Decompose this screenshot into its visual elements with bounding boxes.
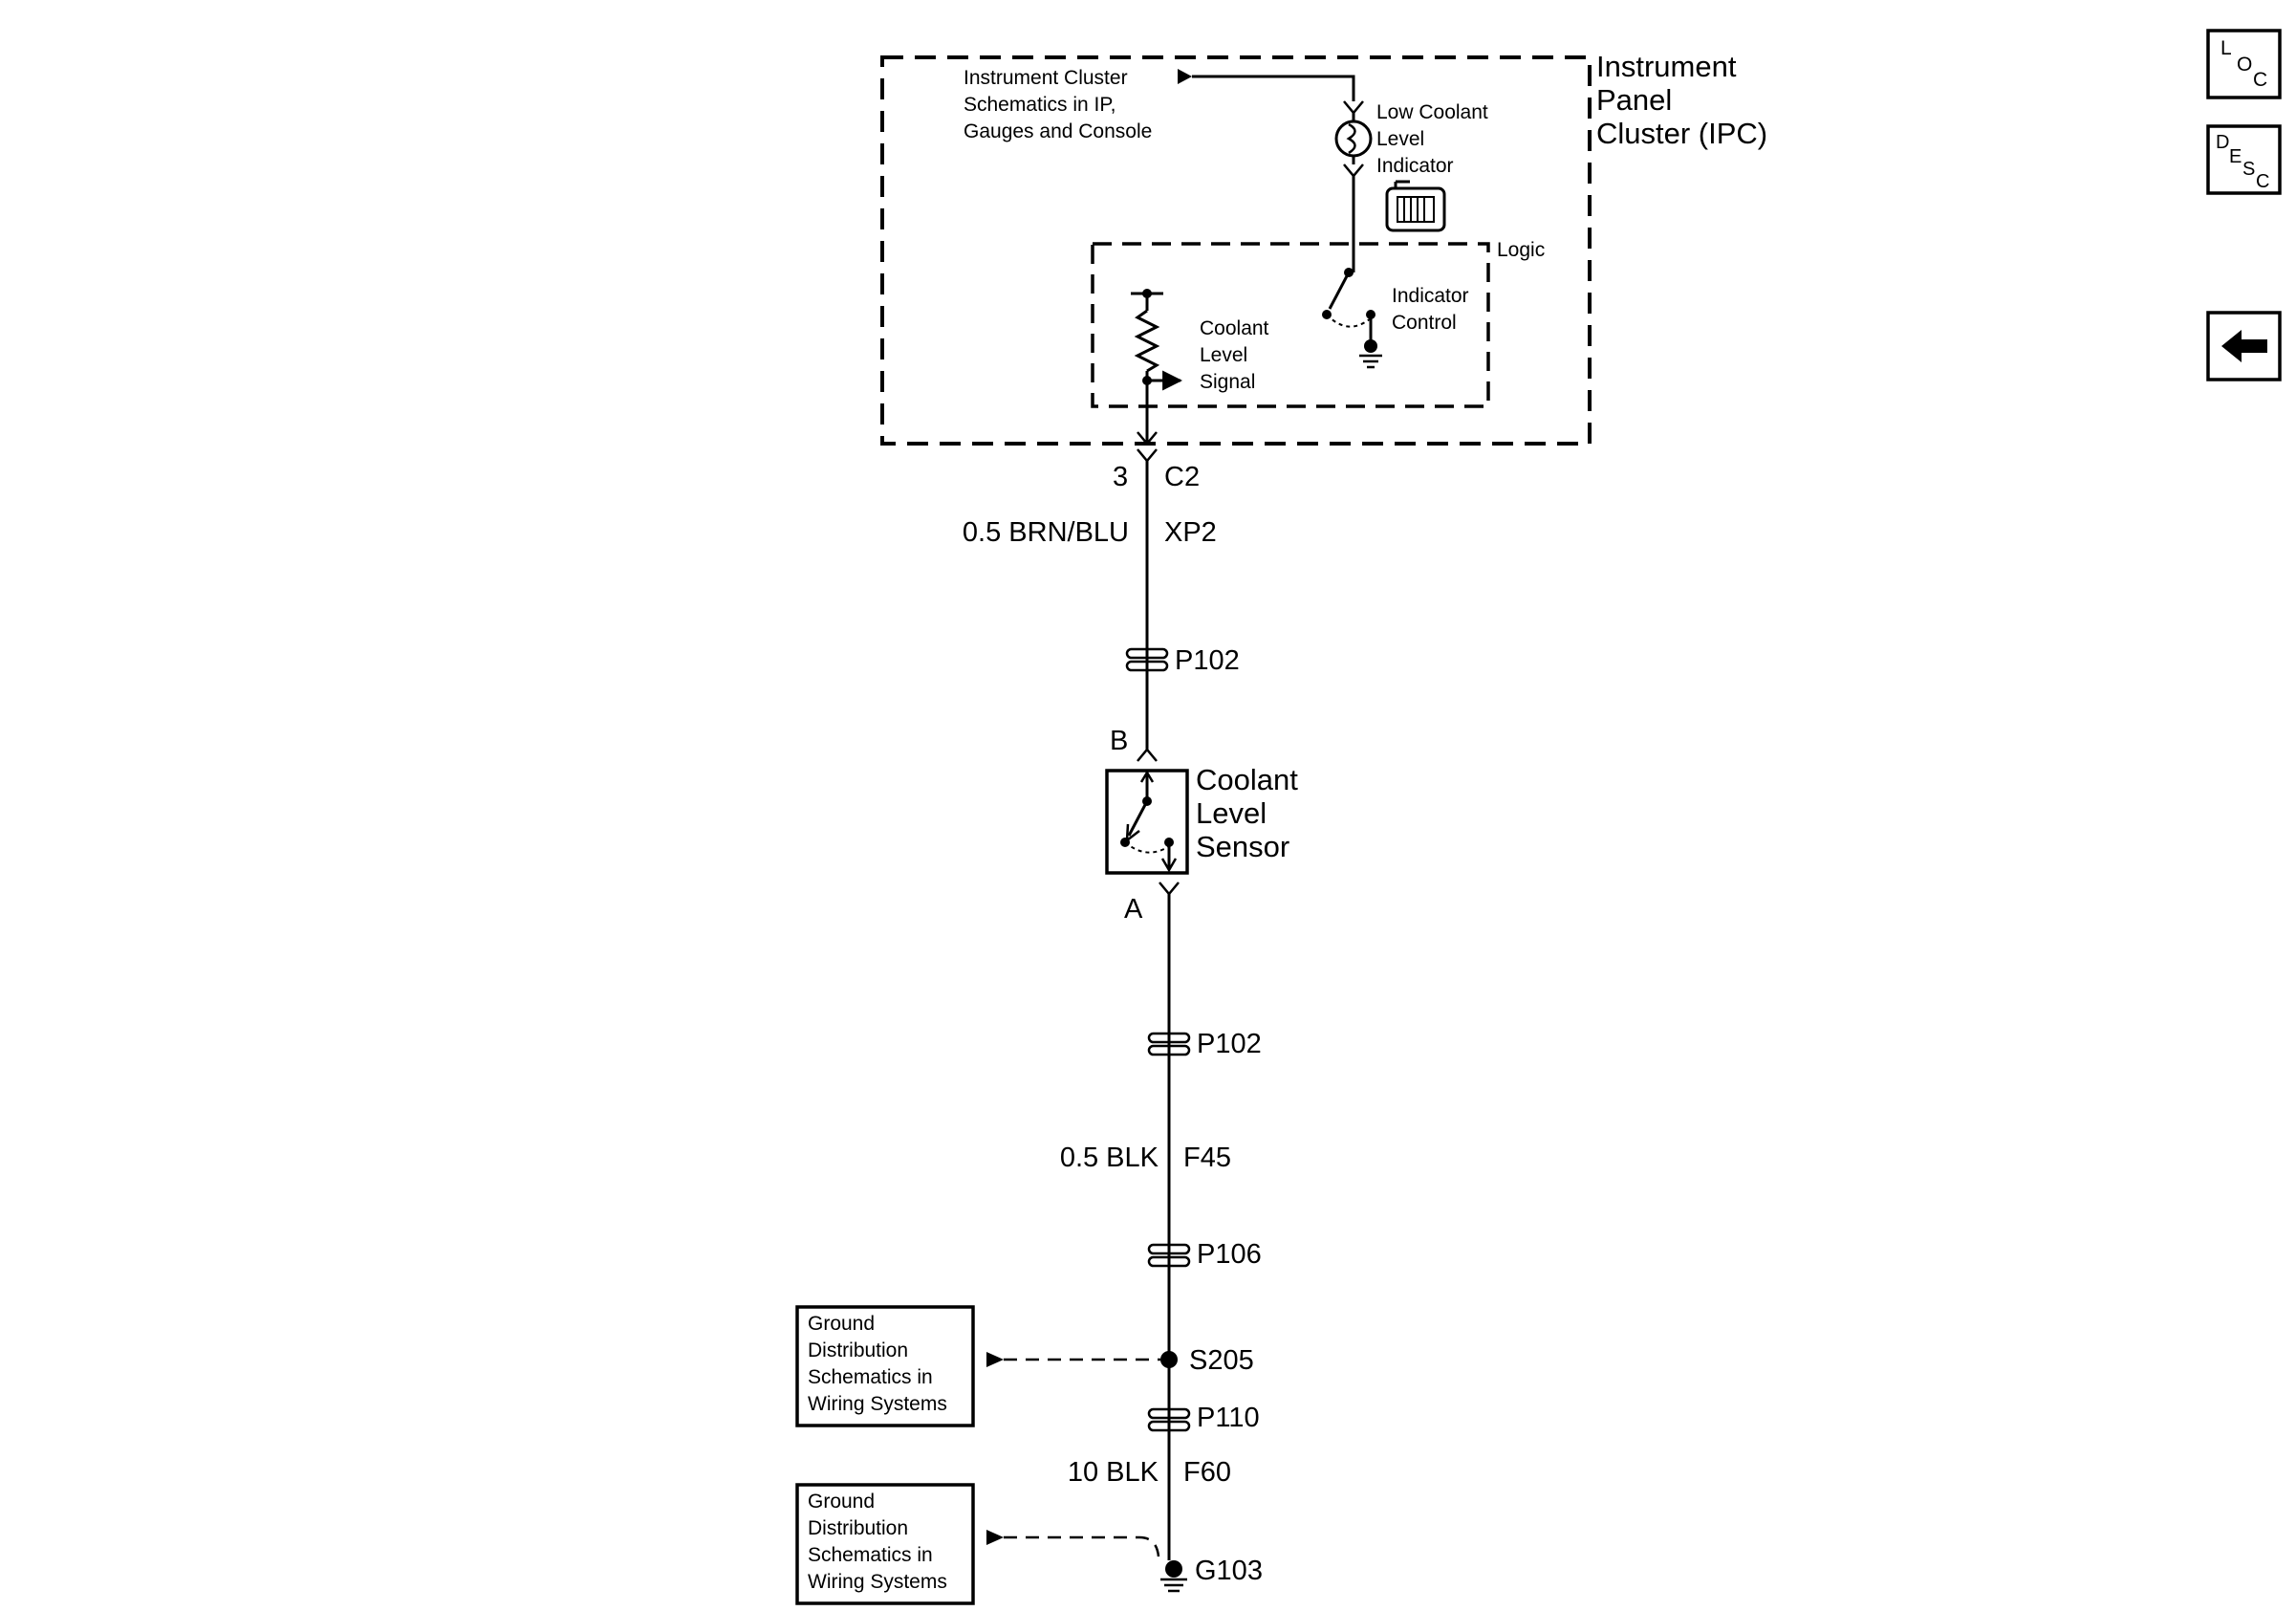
sensor-label-1: Coolant <box>1196 763 1298 796</box>
p102-lower-label: P102 <box>1197 1029 1262 1059</box>
wire-f60-circuit: F60 <box>1183 1457 1231 1488</box>
pin-a-connector-icon <box>1159 882 1180 896</box>
desc-letter-d: D <box>2216 132 2229 153</box>
sensor-label-2: Level <box>1196 796 1267 830</box>
instrument-panel-cluster: Instrument Panel Cluster (IPC) Instrumen… <box>880 50 1767 446</box>
ground-ref-2-arrow-icon <box>986 1530 1004 1545</box>
desc-letter-e: E <box>2229 146 2242 167</box>
indicator-control-switch <box>1322 268 1382 369</box>
signal-label-1: Coolant <box>1200 317 1269 339</box>
indicator-label-2: Level <box>1376 128 1424 150</box>
wire-f60-gauge-color: 10 BLK <box>1068 1457 1159 1488</box>
control-label-1: Indicator <box>1392 285 1469 307</box>
indicator-connector-top <box>1343 100 1364 115</box>
ground-ref-2-line-2: Distribution <box>808 1517 908 1539</box>
ground-ref-2-line-4: Wiring Systems <box>808 1571 947 1593</box>
ipc-title-2: Panel <box>1596 83 1672 117</box>
cluster-ref-arrow-icon <box>1178 69 1192 84</box>
wire-f45-gauge-color: 0.5 BLK <box>1060 1143 1159 1173</box>
pullup-resistor <box>1131 289 1183 446</box>
logic-ground-icon <box>1364 339 1377 353</box>
pin-b-connector-icon <box>1137 748 1158 762</box>
indicator-label-3: Indicator <box>1376 155 1454 177</box>
cluster-ref-line-2: Schematics in IP, <box>964 94 1116 116</box>
pin-3-label: 3 <box>1113 462 1128 492</box>
ipc-boundary <box>880 55 1592 446</box>
p102-upper-passthrough-icon <box>1125 647 1169 672</box>
ground-ref-2-line-1: Ground <box>808 1491 875 1513</box>
back-button[interactable] <box>2206 311 2282 381</box>
p110-passthrough-icon <box>1147 1407 1191 1432</box>
ground-ref-1-line-2: Distribution <box>808 1339 908 1361</box>
left-arrow-icon <box>2221 330 2267 362</box>
logic-label: Logic <box>1497 239 1545 261</box>
p106-passthrough-icon <box>1147 1243 1191 1268</box>
ipc-connector-arrow-icon <box>1137 431 1158 446</box>
lower-wire: A P102 0.5 BLK F45 P106 S205 P110 10 BLK… <box>1060 882 1263 1593</box>
pin-b-label: B <box>1110 726 1128 756</box>
ground-ref-1-arrow-icon <box>986 1352 1004 1367</box>
signal-label-2: Level <box>1200 344 1247 366</box>
s205-label: S205 <box>1189 1345 1254 1376</box>
pin-a-label: A <box>1124 894 1143 925</box>
sensor-switch-blade <box>1127 800 1149 837</box>
sensor-label-3: Sensor <box>1196 830 1289 863</box>
loc-letter-l: L <box>2220 37 2232 59</box>
ipc-title-1: Instrument <box>1596 50 1737 83</box>
control-label-2: Control <box>1392 312 1457 334</box>
coolant-level-sensor: Coolant Level Sensor <box>1105 763 1298 875</box>
signal-label-3: Signal <box>1200 371 1255 393</box>
cluster-ref-line <box>1192 75 1355 101</box>
indicator-connector-bottom <box>1343 163 1364 178</box>
wire-xp2-gauge-color: 0.5 BRN/BLU <box>963 517 1129 548</box>
desc-letter-s: S <box>2242 159 2255 180</box>
upper-wire: 3 C2 0.5 BRN/BLU XP2 P102 B <box>963 448 1240 762</box>
ground-ref-1-line-3: Schematics in <box>808 1366 933 1388</box>
p106-label: P106 <box>1197 1239 1262 1270</box>
cluster-ref-line-1: Instrument Cluster <box>964 67 1128 89</box>
p102-lower-passthrough-icon <box>1147 1032 1191 1056</box>
cluster-ref-line-3: Gauges and Console <box>964 120 1152 142</box>
ground-ref-box-2: Ground Distribution Schematics in Wiring… <box>795 1483 1160 1605</box>
loc-button[interactable]: L O C <box>2206 29 2282 99</box>
ground-ref-2-line-3: Schematics in <box>808 1544 933 1566</box>
desc-letter-c: C <box>2256 171 2269 192</box>
ground-ref-1-line-1: Ground <box>808 1313 875 1335</box>
wire-xp2-circuit: XP2 <box>1164 517 1217 548</box>
p102-upper-label: P102 <box>1175 645 1240 676</box>
desc-button[interactable]: D E S C <box>2206 124 2282 195</box>
g103-ground-icon <box>1165 1560 1182 1578</box>
connector-c2-label: C2 <box>1164 462 1200 492</box>
c2-connector-icon <box>1137 448 1158 463</box>
wire-f45-circuit: F45 <box>1183 1143 1231 1173</box>
g103-label: G103 <box>1195 1556 1263 1586</box>
ipc-title-3: Cluster (IPC) <box>1596 117 1767 150</box>
p110-label: P110 <box>1197 1403 1260 1433</box>
indicator-label-1: Low Coolant <box>1376 101 1488 123</box>
display-module-icon <box>1385 180 1446 232</box>
loc-letter-c: C <box>2253 69 2267 91</box>
s205-splice-icon <box>1160 1351 1178 1368</box>
loc-letter-o: O <box>2237 54 2252 76</box>
ground-ref-1-line-4: Wiring Systems <box>808 1393 947 1415</box>
ground-ref-box-1: Ground Distribution Schematics in Wiring… <box>795 1305 1160 1427</box>
logic-boundary <box>1091 242 1490 408</box>
